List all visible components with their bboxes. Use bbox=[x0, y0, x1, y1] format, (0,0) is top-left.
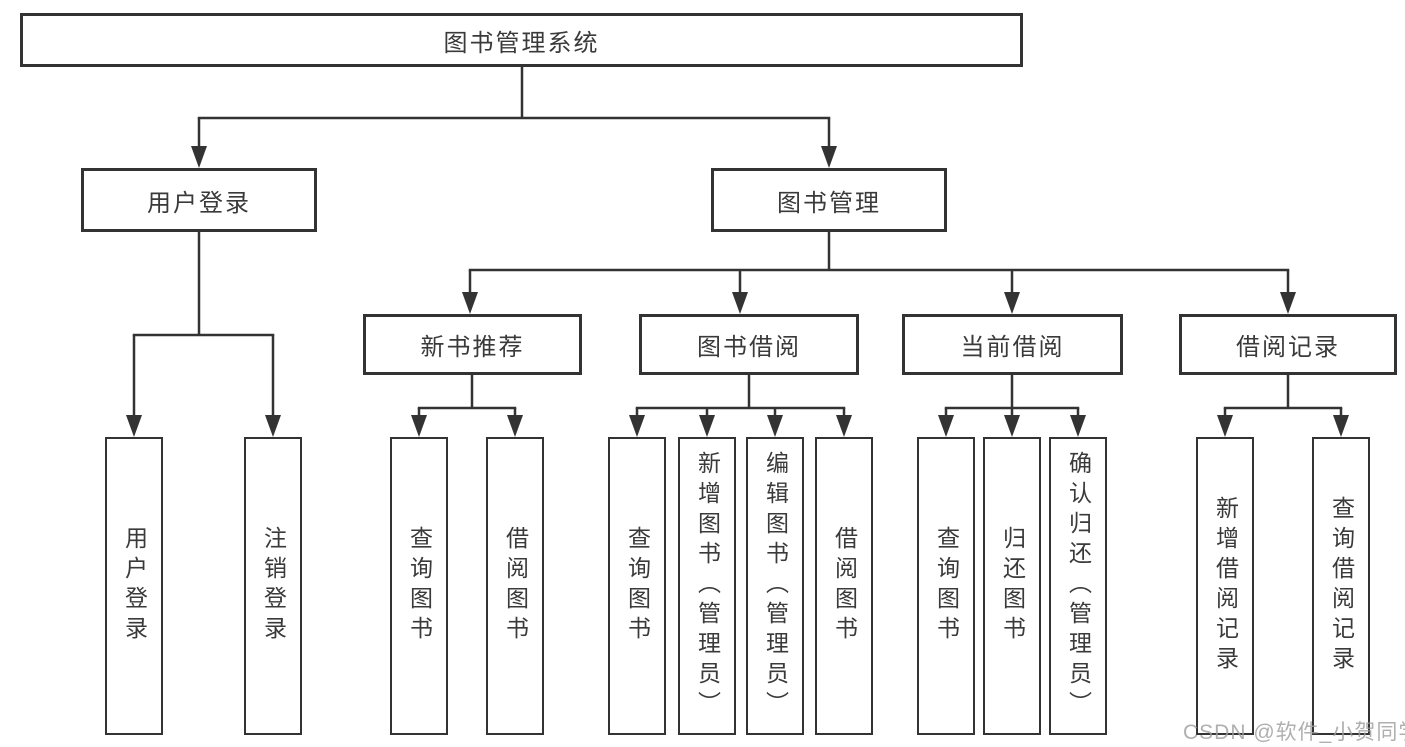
node-label: 查询借阅记录 bbox=[1328, 496, 1355, 676]
node-label: 图书借阅 bbox=[697, 334, 801, 361]
node-label: 查询图书 bbox=[624, 526, 651, 646]
node-label: 当前借阅 bbox=[960, 334, 1065, 361]
leaf-borrow-edit-books-admin: 编辑图书（管理员） bbox=[746, 437, 804, 735]
leaf-recommend-query-books: 查询图书 bbox=[390, 437, 448, 735]
node-label: 新增图书（管理员） bbox=[694, 451, 721, 721]
node-label: 借阅图书 bbox=[831, 526, 858, 646]
leaf-recommend-borrow-books: 借阅图书 bbox=[486, 437, 544, 735]
node-new-book-recommend: 新书推荐 bbox=[363, 314, 582, 375]
node-label: 用户登录 bbox=[147, 189, 251, 217]
leaf-records-add-record: 新增借阅记录 bbox=[1196, 437, 1254, 735]
node-label: 查询图书 bbox=[406, 526, 433, 646]
node-user-login: 用户登录 bbox=[81, 168, 317, 232]
node-current-borrow: 当前借阅 bbox=[902, 314, 1123, 375]
leaf-current-query-books: 查询图书 bbox=[917, 437, 975, 735]
node-label: 借阅记录 bbox=[1236, 334, 1340, 361]
node-label: 图书管理系统 bbox=[443, 29, 600, 57]
node-borrow-records: 借阅记录 bbox=[1179, 314, 1397, 375]
node-label: 借阅图书 bbox=[502, 526, 529, 646]
node-book-management: 图书管理 bbox=[711, 168, 947, 232]
leaf-current-return-books: 归还图书 bbox=[983, 437, 1041, 735]
leaf-borrow-borrow-books: 借阅图书 bbox=[815, 437, 873, 735]
leaf-logout: 注销登录 bbox=[244, 437, 302, 735]
node-label: 新书推荐 bbox=[420, 334, 525, 361]
node-root: 图书管理系统 bbox=[20, 13, 1023, 67]
leaf-records-query-record: 查询借阅记录 bbox=[1312, 437, 1370, 735]
node-label: 确认归还（管理员） bbox=[1065, 451, 1092, 721]
node-book-borrow: 图书借阅 bbox=[639, 314, 859, 375]
leaf-borrow-query-books: 查询图书 bbox=[608, 437, 666, 735]
leaf-current-confirm-return-admin: 确认归还（管理员） bbox=[1049, 437, 1107, 735]
leaf-borrow-add-books-admin: 新增图书（管理员） bbox=[678, 437, 736, 735]
leaf-user-login: 用户登录 bbox=[105, 437, 163, 735]
node-label: 注销登录 bbox=[260, 526, 287, 646]
node-label: 归还图书 bbox=[999, 526, 1026, 646]
watermark: CSDN @软件_小贺同学 bbox=[1183, 721, 1405, 744]
node-label: 新增借阅记录 bbox=[1212, 496, 1239, 676]
node-label: 图书管理 bbox=[777, 189, 881, 217]
node-label: 查询图书 bbox=[933, 526, 960, 646]
node-label: 用户登录 bbox=[121, 526, 148, 646]
node-label: 编辑图书（管理员） bbox=[762, 451, 789, 721]
